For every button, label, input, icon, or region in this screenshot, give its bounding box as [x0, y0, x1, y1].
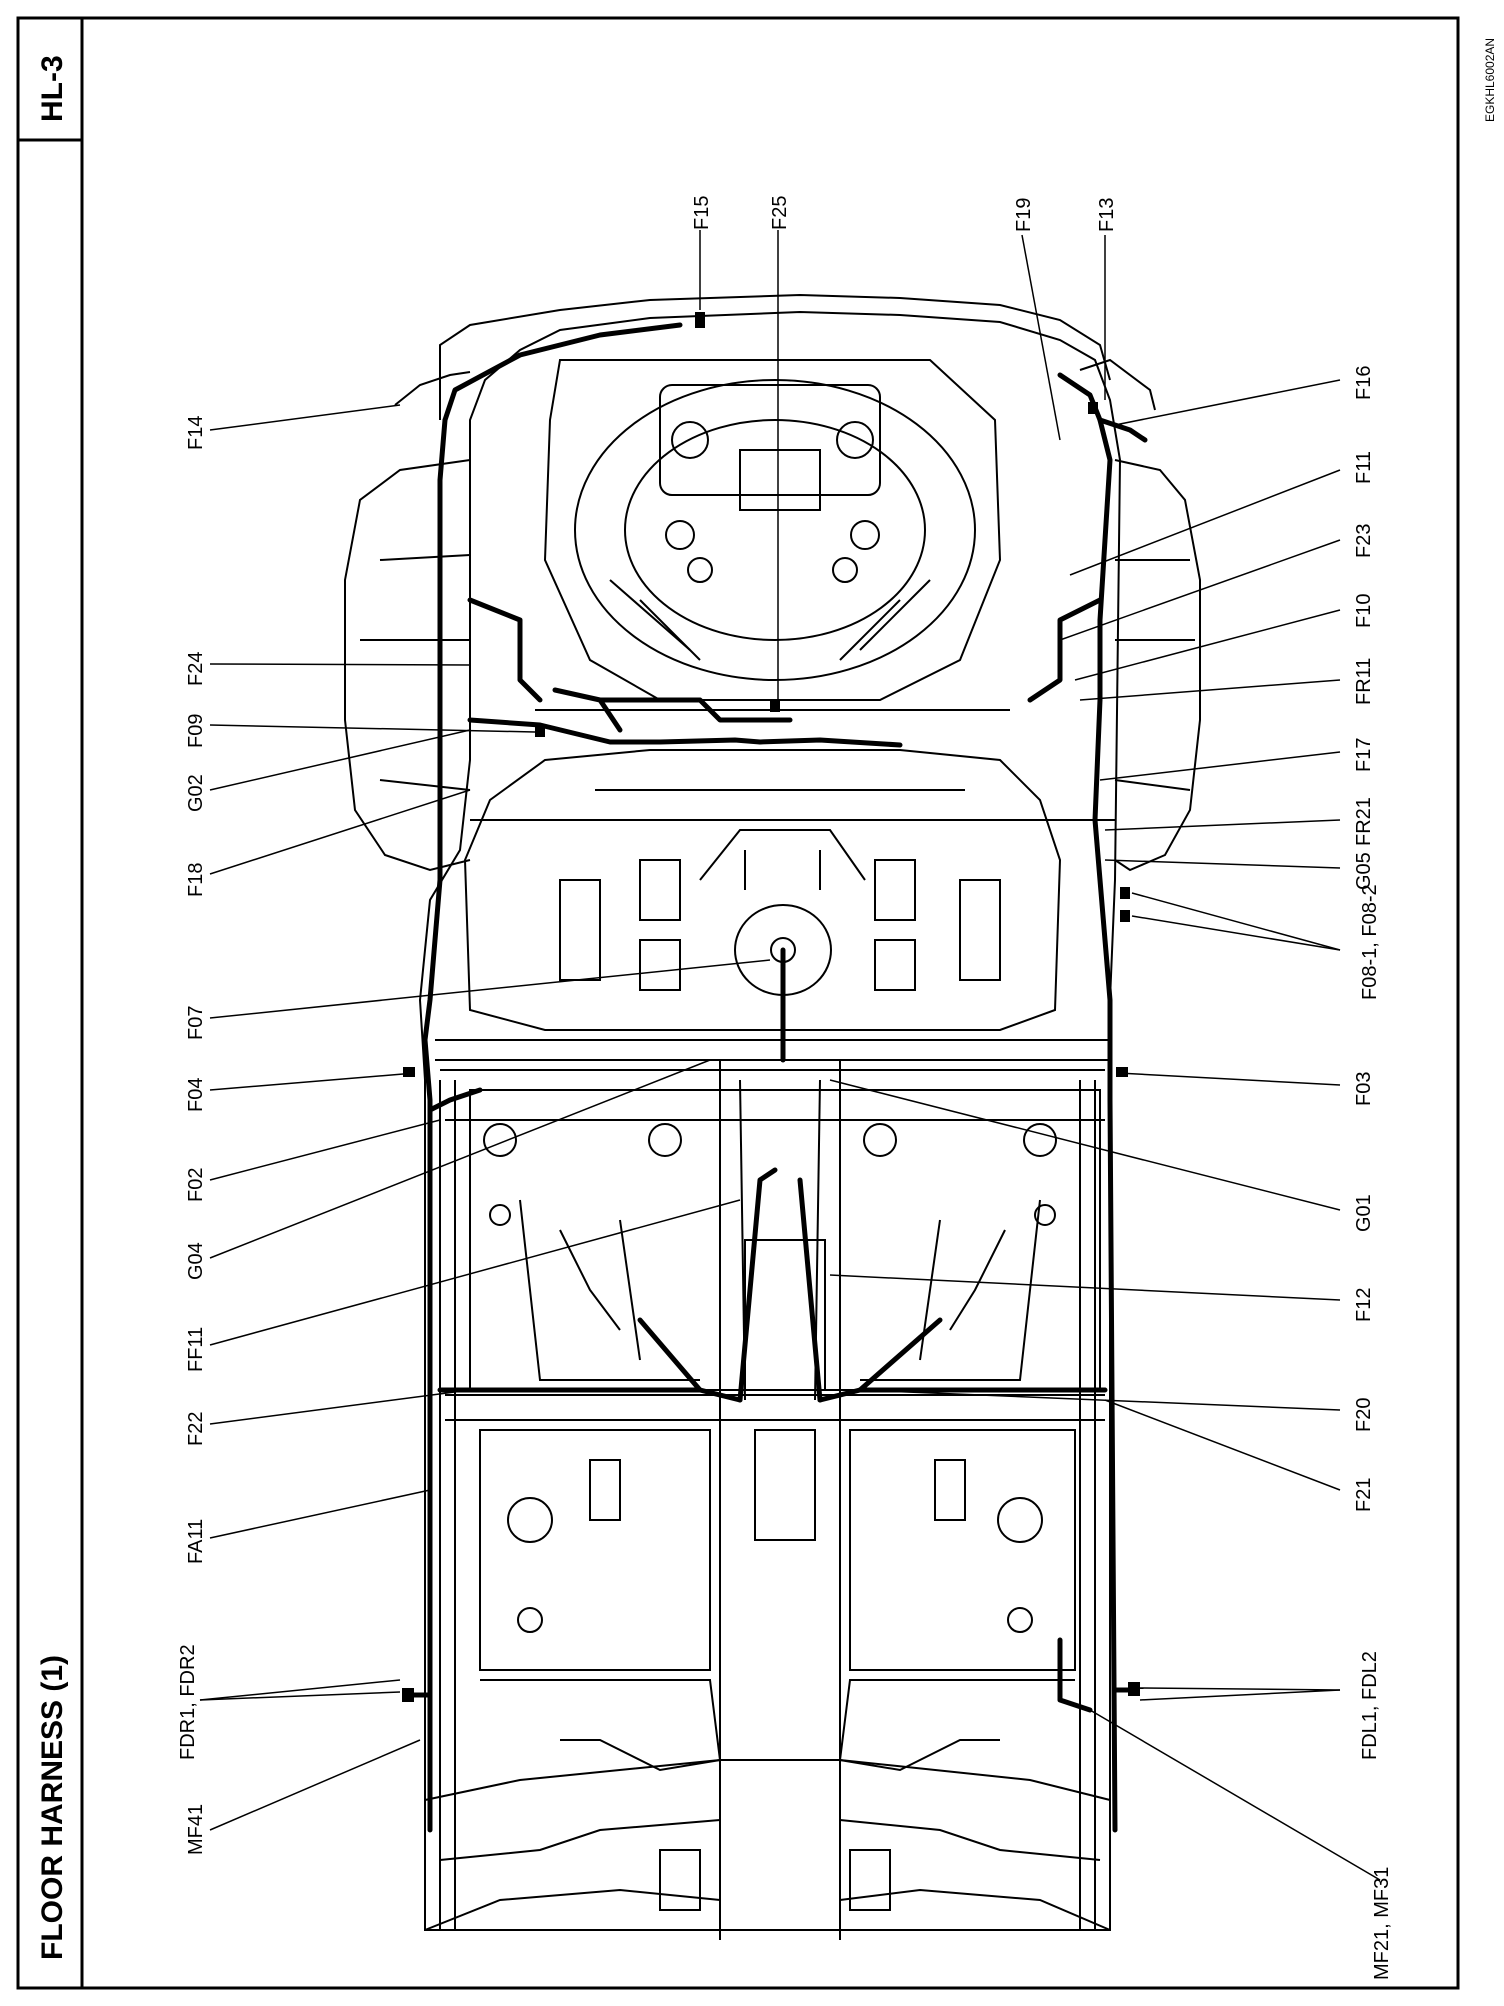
label-F13: F13	[1096, 198, 1118, 232]
page-frame	[16, 16, 1460, 1990]
label-G05: G05	[1353, 852, 1375, 890]
label-F20: F20	[1353, 1398, 1375, 1432]
label-F23: F23	[1353, 524, 1375, 558]
wiring-harness	[407, 322, 1148, 1833]
label-F17: F17	[1353, 738, 1375, 772]
label-G02: G02	[185, 774, 207, 812]
label-F04: F04	[185, 1078, 207, 1112]
label-G04: G04	[185, 1242, 207, 1280]
label-FR11: FR11	[1353, 658, 1375, 705]
label-G01: G01	[1353, 1194, 1375, 1232]
label-FA11: FA11	[185, 1519, 207, 1564]
leader-lines	[199, 230, 1381, 1881]
label-F03: F03	[1353, 1072, 1375, 1106]
page-id: HL-3	[36, 55, 69, 122]
label-F08-1-F08-2: F08-1, F08-2	[1359, 884, 1381, 1000]
label-F14: F14	[185, 416, 207, 450]
label-F02: F02	[185, 1168, 207, 1202]
label-FR21: FR21	[1353, 797, 1375, 846]
label-F10: F10	[1353, 594, 1375, 628]
label-F24: F24	[185, 652, 207, 686]
label-F07: F07	[185, 1006, 207, 1040]
connectors	[402, 312, 1140, 1702]
vehicle-floor	[344, 293, 1201, 1940]
figure-code: EGKHL6002AN	[1483, 38, 1497, 122]
label-F12: F12	[1353, 1288, 1375, 1322]
label-F16: F16	[1353, 366, 1375, 400]
label-MF21-MF31: MF21, MF31	[1371, 1867, 1393, 1980]
label-F15: F15	[691, 196, 713, 230]
page-title: FLOOR HARNESS (1)	[36, 1655, 69, 1960]
label-F11: F11	[1353, 451, 1375, 484]
label-FDL1-FDL2: FDL1, FDL2	[1359, 1651, 1381, 1760]
label-F18: F18	[185, 863, 207, 897]
label-F25: F25	[769, 196, 791, 230]
label-F19: F19	[1013, 198, 1035, 232]
callout-labels: F15 F25 F19 F13 F14 F24 F09 G02 F18 F07 …	[177, 196, 1393, 1980]
label-F09: F09	[185, 714, 207, 748]
label-FF11: FF11	[185, 1327, 207, 1372]
label-F21: F21	[1353, 1478, 1375, 1512]
label-MF41: MF41	[185, 1804, 207, 1855]
label-F22: F22	[185, 1412, 207, 1446]
label-FDR1-FDR2: FDR1, FDR2	[177, 1644, 199, 1760]
